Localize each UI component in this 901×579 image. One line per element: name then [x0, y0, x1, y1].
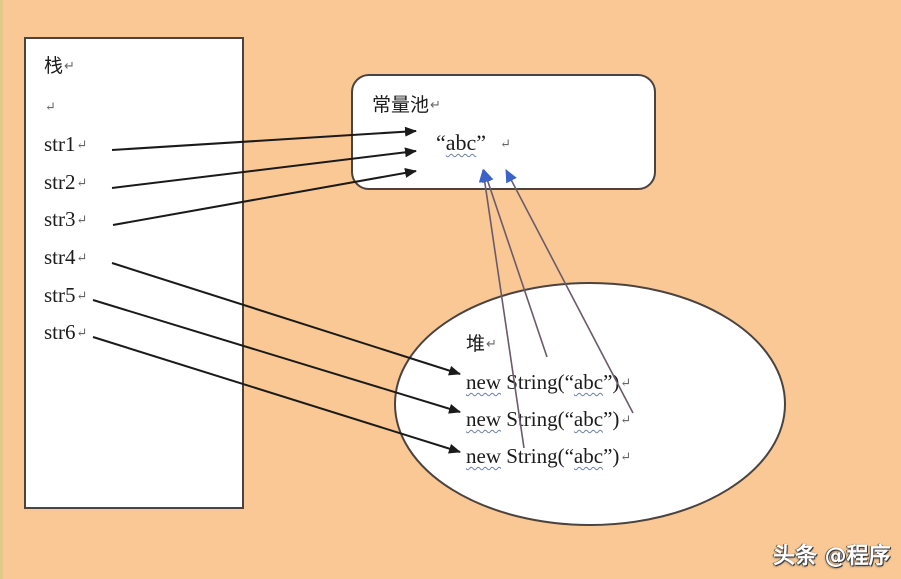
arrow-heap2-to-pool — [505, 169, 634, 414]
stack-var-str5: str5↵ — [44, 283, 88, 307]
pool-string-abc: “abc”↵ — [436, 130, 511, 155]
arrow-str5-to-heap — [92, 299, 461, 414]
constant-pool-title: 常量池↵ — [372, 94, 441, 116]
stack-var-str3: str3↵ — [44, 207, 88, 231]
watermark: 头条 @程序 — [773, 544, 891, 569]
heap-title: 堆↵ — [466, 333, 497, 355]
stack-title: 栈↵ — [44, 55, 75, 77]
arrow-str3-to-pool — [112, 168, 417, 226]
arrow-str4-to-heap — [111, 262, 461, 376]
arrow-str2-to-pool — [111, 147, 417, 189]
arrow-heap1-to-pool — [482, 169, 548, 358]
heap-ellipse — [394, 282, 786, 526]
stack-var-str4: str4↵ — [44, 245, 88, 269]
left-edge-strip — [0, 0, 3, 579]
stack-var-str6: str6↵ — [44, 320, 88, 344]
arrow-str6-to-heap — [92, 336, 461, 454]
arrow-heap3-to-pool — [478, 169, 525, 449]
heap-object-2: new String(“abc”)↵ — [466, 407, 632, 431]
heap-object-1: new String(“abc”)↵ — [466, 370, 632, 394]
stack-var-str1: str1↵ — [44, 132, 88, 156]
arrow-str1-to-pool — [111, 126, 417, 151]
paragraph-mark: ↵ — [45, 99, 56, 114]
stack-var-str2: str2↵ — [44, 170, 88, 194]
heap-object-3: new String(“abc”)↵ — [466, 444, 632, 468]
stack-box — [24, 37, 244, 509]
